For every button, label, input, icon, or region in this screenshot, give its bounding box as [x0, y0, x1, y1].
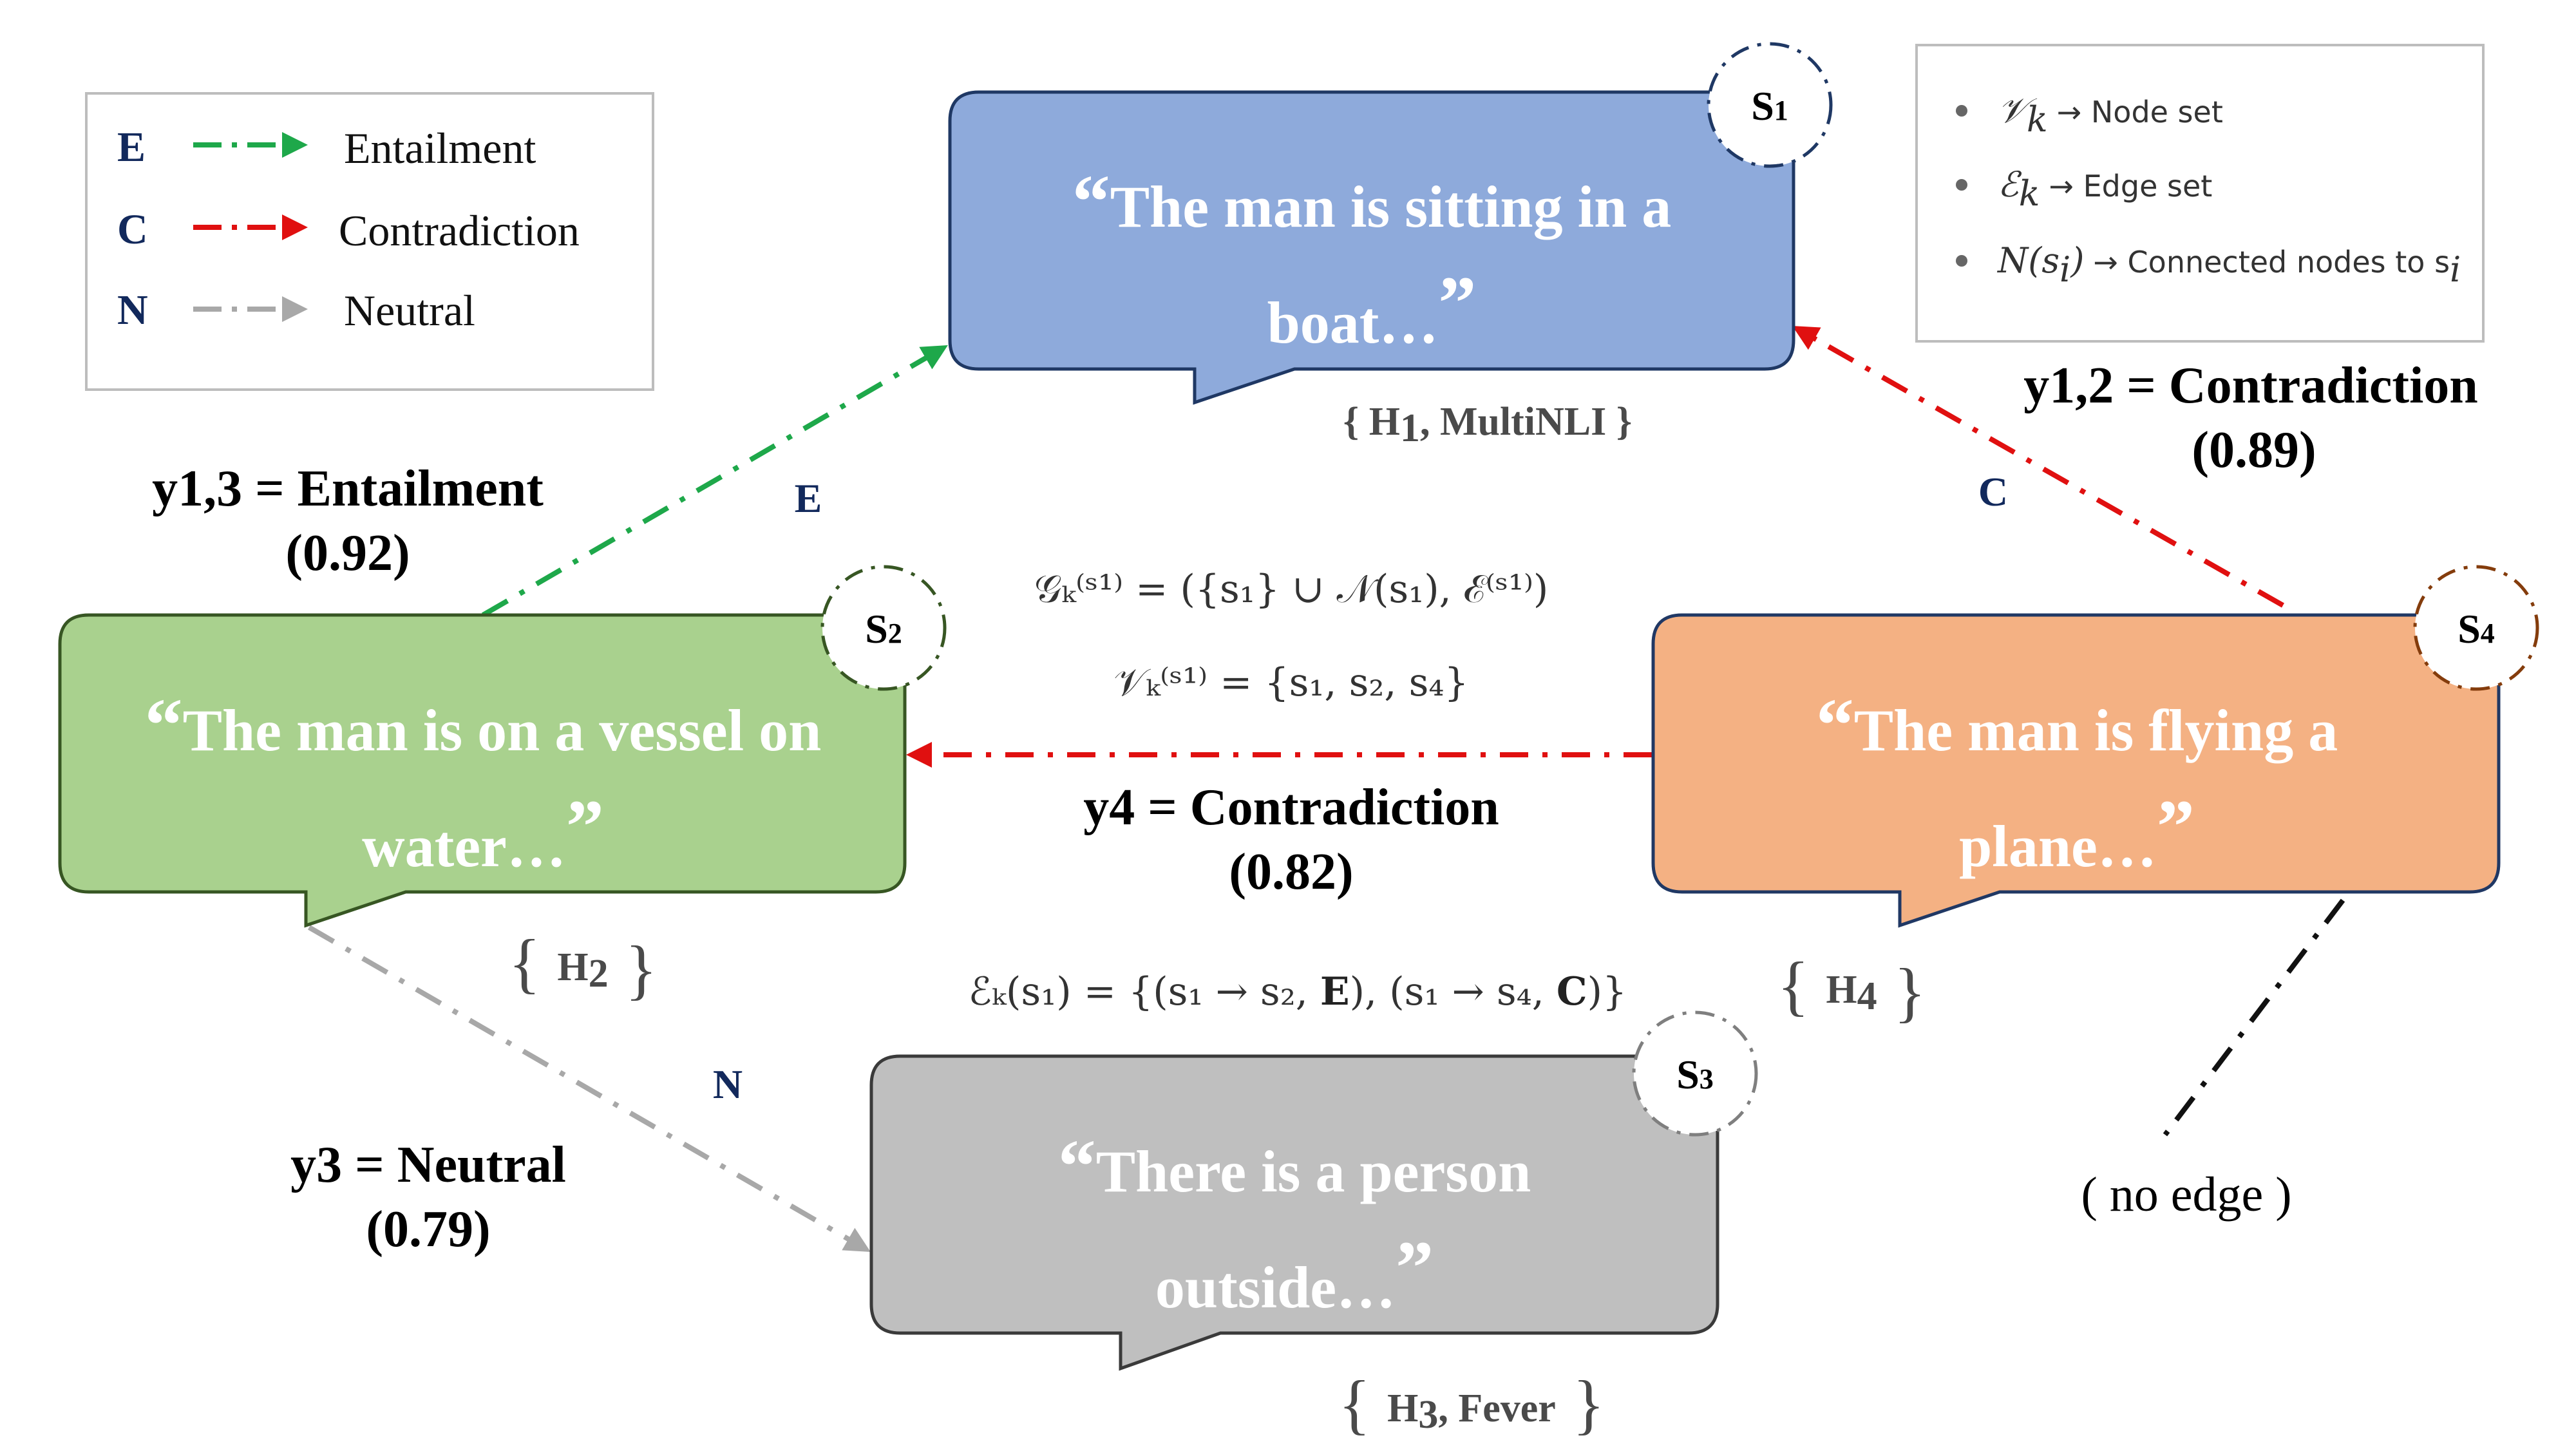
node-s1-source: { H1, MultiNLI } [1343, 400, 1632, 450]
node-s1: “The man is sitting in a boat…” S1 { H1,… [948, 42, 1833, 450]
node-s4: “The man is flying a plane…” S4 { H4 } [1651, 565, 2539, 1029]
node-s2-badge [820, 565, 947, 691]
edge-s2-s3-neutral [307, 925, 871, 1253]
node-s4-line1: “The man is flying a [1816, 683, 2338, 767]
edge-letter-neutral: N [713, 1061, 743, 1107]
node-s3-badge-label: S3 [1676, 1052, 1714, 1097]
edge-label-e12: y1,2 = Contradiction [2023, 357, 2478, 414]
legend-box [85, 92, 654, 391]
node-s3-bubble [869, 1054, 1719, 1371]
edge-score-e12: (0.89) [2192, 422, 2316, 478]
formula-graph: 𝒢ₖ⁽ˢ¹⁾ = ({s₁} ∪ 𝒩(s₁), ℰ⁽ˢ¹⁾) [1034, 567, 1549, 612]
notes-box: 𝒱k→ Node set ℰk→ Edge set N(si)→ Connect… [1915, 44, 2485, 343]
notes-sub-nodes: k [2027, 99, 2048, 140]
node-s4-source: { H4 } [1777, 949, 1926, 1029]
node-s4-badge [2413, 565, 2539, 691]
legend-label-entailment: Entailment [344, 124, 536, 173]
notes-box-frame [1915, 44, 2485, 343]
edge-s2-s1-entailment [481, 345, 948, 618]
notes-text-connected: → Connected nodes to s [2093, 245, 2450, 279]
legend-letter-neutral: N [117, 287, 148, 334]
edge-label-e3: y3 = Neutral [290, 1137, 566, 1193]
notes-bullet-1 [1956, 105, 1967, 117]
node-s2-line2: water…” [362, 784, 604, 879]
node-s1-badge [1707, 42, 1833, 168]
edge-score-e3: (0.79) [366, 1201, 490, 1258]
notes-symbol-connected: N(s [1996, 240, 2060, 281]
notes-item-connected: N(si)→ Connected nodes to si [1996, 240, 2461, 290]
node-s2-line1: “The man is on a vessel on [145, 683, 822, 767]
node-s3-badge [1632, 1010, 1758, 1137]
legend-label-contradiction: Contradiction [339, 206, 580, 255]
node-s1-bubble [948, 90, 1795, 405]
node-s4-line2: plane…” [1959, 784, 2195, 879]
node-s4-badge-label: S4 [2458, 606, 2495, 652]
legend-letter-contradiction: C [117, 206, 148, 253]
edge-letter-entailment: E [795, 475, 822, 521]
no-edge-label: ( no edge ) [2081, 1168, 2291, 1222]
node-s1-badge-label: S1 [1751, 83, 1788, 129]
node-s1-line2: boat…” [1267, 261, 1477, 355]
edge-label-e4: y4 = Contradiction [1083, 779, 1499, 836]
node-s2: “The man is on a vessel on water…” S2 { … [58, 565, 947, 1007]
node-s1-line1: “The man is sitting in a [1072, 159, 1672, 243]
notes-bullet-3 [1956, 255, 1967, 267]
node-s3-source: { H3, Fever } [1338, 1367, 1605, 1441]
formula-nodes: 𝒱ₖ⁽ˢ¹⁾ = {s₁, s₂, s₄} [1113, 660, 1468, 705]
edge-s4-none [2163, 898, 2345, 1137]
notes-symbol-edges: ℰ [1998, 164, 2022, 205]
notes-sub-edges: k [2019, 173, 2040, 214]
edge-letter-contradiction: C [1978, 469, 2008, 515]
legend: E Entailment C Contradiction N Neutral [85, 92, 654, 391]
legend-label-neutral: Neutral [344, 286, 475, 335]
notes-sub-connected: i [2060, 249, 2070, 290]
edge-score-e13: (0.92) [285, 525, 410, 582]
node-s3: “There is a person outside…” S3 { H3, Fe… [869, 1010, 1758, 1441]
node-s2-source: { H2 } [508, 926, 657, 1007]
notes-text-edges: → Edge set [2049, 169, 2212, 204]
notes-item-edges: ℰk → Edge set [1998, 164, 2212, 214]
edge-score-e4: (0.82) [1229, 844, 1353, 900]
notes-tail-sub-connected: i [2450, 249, 2461, 290]
node-s2-badge-label: S2 [865, 606, 902, 652]
formula-edges: ℰₖ(s₁) = {(s₁ → s₂, E), (s₁ → s₄, C)} [969, 969, 1627, 1014]
notes-text-nodes: → Node set [2057, 95, 2223, 129]
notes-after-connected: ) [2070, 240, 2084, 281]
node-s3-line2: outside…” [1155, 1226, 1434, 1320]
node-s3-line1: “There is a person [1058, 1124, 1531, 1208]
notes-bullet-2 [1956, 179, 1967, 191]
edge-label-e13: y1,3 = Entailment [152, 460, 544, 517]
legend-letter-entailment: E [117, 124, 146, 171]
